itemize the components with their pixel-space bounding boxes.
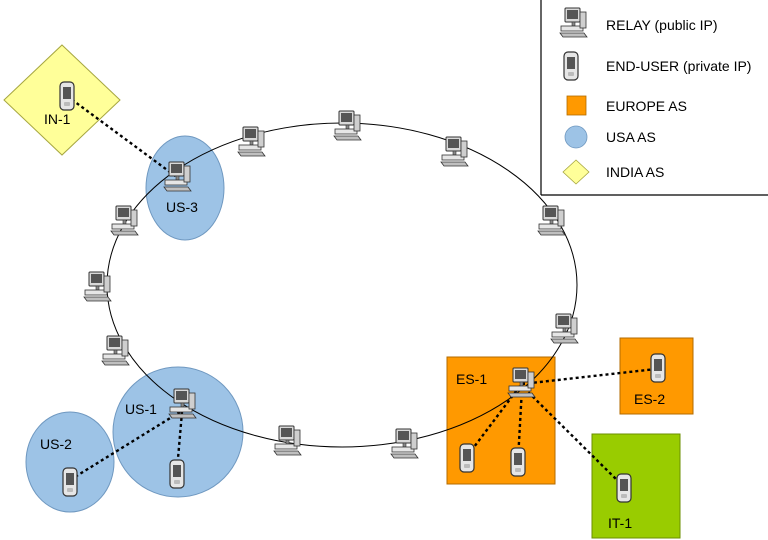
relay-computer-icon <box>537 205 566 236</box>
legend-label-usa: USA AS <box>606 129 656 145</box>
usa-as-us2-circle <box>25 411 115 513</box>
end-user-phone-icon <box>616 473 632 503</box>
label-it-1: IT-1 <box>608 515 632 531</box>
legend-label-relay: RELAY (public IP) <box>606 17 718 33</box>
legend-label-end-user: END-USER (private IP) <box>606 58 751 74</box>
legend-india-diamond-icon <box>562 159 590 185</box>
end-user-phone-icon <box>510 447 526 477</box>
legend-end-user-phone-icon <box>563 51 579 81</box>
legend: RELAY (public IP) END-USER (private IP) … <box>540 0 768 196</box>
label-es-1: ES-1 <box>456 371 487 387</box>
legend-relay-computer-icon <box>559 7 588 38</box>
italy-as-it1-square <box>591 433 681 539</box>
label-us-3: US-3 <box>166 199 198 215</box>
legend-label-europe: EUROPE AS <box>606 98 687 114</box>
relay-computer-icon <box>101 335 130 366</box>
relay-computer-icon <box>550 313 579 344</box>
label-in-1: IN-1 <box>44 111 71 127</box>
label-us-1: US-1 <box>125 401 157 417</box>
label-us-2: US-2 <box>40 436 72 452</box>
end-user-phone-icon <box>650 353 666 383</box>
relay-computer-icon <box>110 205 139 236</box>
relay-computer-icon <box>333 110 362 141</box>
legend-usa-circle-icon <box>564 125 588 149</box>
legend-europe-square-icon <box>566 95 587 116</box>
relay-computer-icon <box>440 136 469 167</box>
relay-computer-icon <box>390 428 419 459</box>
end-user-phone-icon <box>459 443 475 473</box>
end-user-phone-icon <box>169 459 185 489</box>
relay-computer-icon <box>83 271 112 302</box>
end-user-phone-icon <box>62 467 78 497</box>
relay-computer-icon <box>237 126 266 157</box>
label-es-2: ES-2 <box>634 391 665 407</box>
legend-label-india: INDIA AS <box>606 164 664 180</box>
end-user-phone-icon <box>59 81 75 111</box>
